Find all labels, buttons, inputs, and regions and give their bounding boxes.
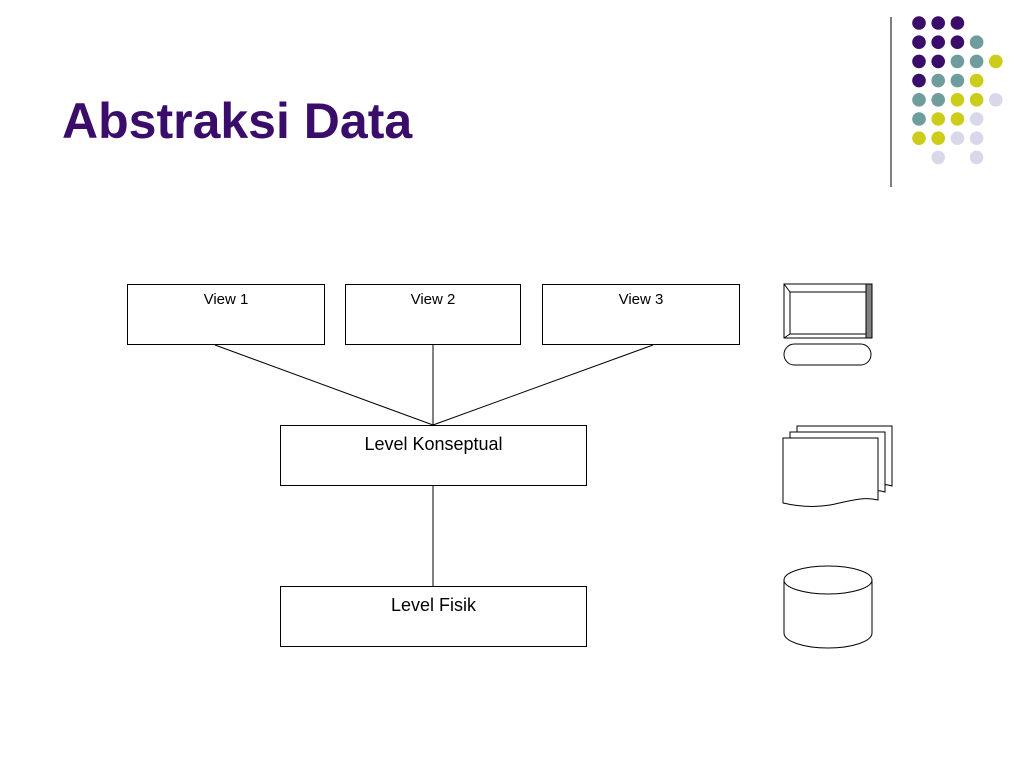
view-box-label: View 1 <box>203 291 249 308</box>
decorative-dot <box>912 73 926 88</box>
decorative-dot <box>950 112 965 126</box>
dot-grid-group <box>912 16 1003 165</box>
decorative-dot <box>931 112 945 126</box>
connector-view3-conceptual <box>432 344 654 426</box>
decorative-dot <box>912 93 926 107</box>
view-box-2: View 2 <box>345 284 521 345</box>
view-box-label: View 2 <box>410 291 456 308</box>
decorative-dot <box>969 35 984 49</box>
decorative-dot <box>912 35 926 49</box>
terminal-icon <box>783 283 873 366</box>
view-box-label: View 3 <box>618 291 664 308</box>
decorative-dot <box>969 93 984 107</box>
conceptual-level-box: Level Konseptual <box>280 425 587 486</box>
disk-storage-icon <box>783 565 873 649</box>
view-box-3: View 3 <box>542 284 740 345</box>
decorative-dot <box>931 131 945 145</box>
slide-title: Abstraksi Data <box>62 93 413 149</box>
decorative-dot <box>931 54 945 69</box>
decorative-dot <box>912 16 926 30</box>
decorative-dot <box>969 112 984 126</box>
decorative-dot <box>969 73 984 88</box>
connector-view1-conceptual <box>214 344 434 426</box>
decorative-dot <box>969 131 984 145</box>
decorative-dot <box>912 54 926 69</box>
decorative-dot <box>931 150 945 165</box>
decorative-dot <box>931 35 945 49</box>
decorative-dot <box>989 93 1003 107</box>
decorative-dot <box>950 16 965 30</box>
decorative-dot <box>912 112 926 126</box>
decorative-dot <box>950 131 965 145</box>
physical-level-label: Level Fisik <box>390 595 477 615</box>
decorative-dot <box>931 93 945 107</box>
multi-document-icon <box>782 425 893 507</box>
decorative-dot <box>931 73 945 88</box>
conceptual-level-label: Level Konseptual <box>364 434 503 454</box>
decorative-dot-grid <box>890 16 1003 187</box>
physical-level-box: Level Fisik <box>280 586 587 647</box>
view-box-1: View 1 <box>127 284 325 345</box>
decorative-dot <box>969 150 984 165</box>
decorative-dot <box>950 93 965 107</box>
decorative-dot <box>989 54 1003 69</box>
decorative-dot <box>931 16 945 30</box>
decorative-dot <box>950 54 965 69</box>
decorative-dot <box>912 131 926 145</box>
decorative-dot <box>969 54 984 69</box>
decorative-dot <box>950 73 965 88</box>
decorative-dot <box>950 35 965 49</box>
